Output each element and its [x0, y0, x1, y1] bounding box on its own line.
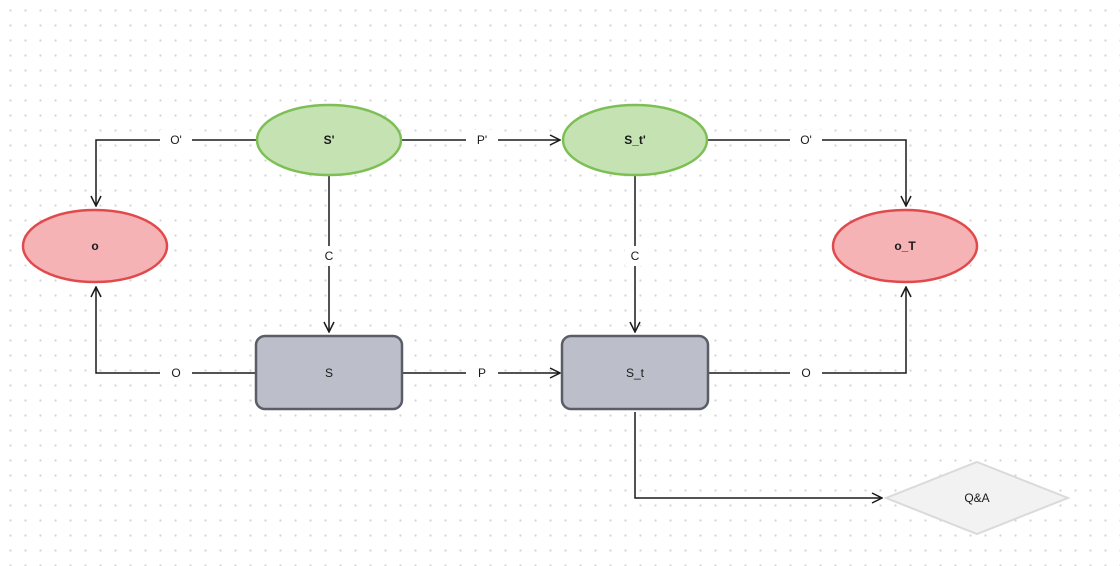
node-label: S_t' [624, 133, 646, 147]
node-label: o_T [894, 239, 916, 253]
node-label: Q&A [964, 491, 989, 505]
edge-s-t-to-o-t[interactable]: O [708, 287, 906, 383]
edge-s-prime-to-s[interactable]: C [319, 176, 339, 332]
edge-label: O' [800, 133, 812, 147]
rect-shape [560, 334, 710, 411]
node-s-t[interactable]: S_t [560, 334, 710, 411]
edge-s-to-s-t[interactable]: P [402, 363, 560, 383]
node-o[interactable]: o [21, 208, 169, 284]
ellipse-shape [255, 103, 403, 177]
edge-label: P [478, 366, 486, 380]
rect-shape [254, 334, 404, 411]
node-label: o [91, 239, 98, 253]
edge-label: C [631, 249, 640, 263]
ellipse-shape [561, 103, 709, 177]
edge-label: O [171, 366, 180, 380]
edge-label: O [801, 366, 810, 380]
node-label: S_t [626, 366, 645, 380]
edge-s-prime-to-o[interactable]: O' [96, 130, 256, 206]
ellipse-shape [831, 208, 979, 284]
node-label: S' [324, 133, 335, 147]
edge-s-t-prime-to-s-t[interactable]: C [625, 176, 645, 332]
node-s[interactable]: S [254, 334, 404, 411]
edge-s-t-prime-to-o-t[interactable]: O' [708, 130, 906, 206]
edge-s-t-to-qa[interactable] [634, 412, 882, 498]
node-s-t-prime[interactable]: S_t' [561, 103, 709, 177]
edge-s-prime-to-s-t-prime[interactable]: P' [402, 130, 560, 150]
edge-label: C [325, 249, 334, 263]
diamond-shape [883, 460, 1071, 536]
edge-label: O' [170, 133, 182, 147]
node-label: S [325, 366, 333, 380]
node-o-t[interactable]: o_T [831, 208, 979, 284]
node-qa[interactable]: Q&A [883, 460, 1071, 536]
ellipse-shape [21, 208, 169, 284]
edge-label: P' [477, 133, 487, 147]
node-s-prime[interactable]: S' [255, 103, 403, 177]
edge-s-to-o[interactable]: O [96, 287, 256, 383]
